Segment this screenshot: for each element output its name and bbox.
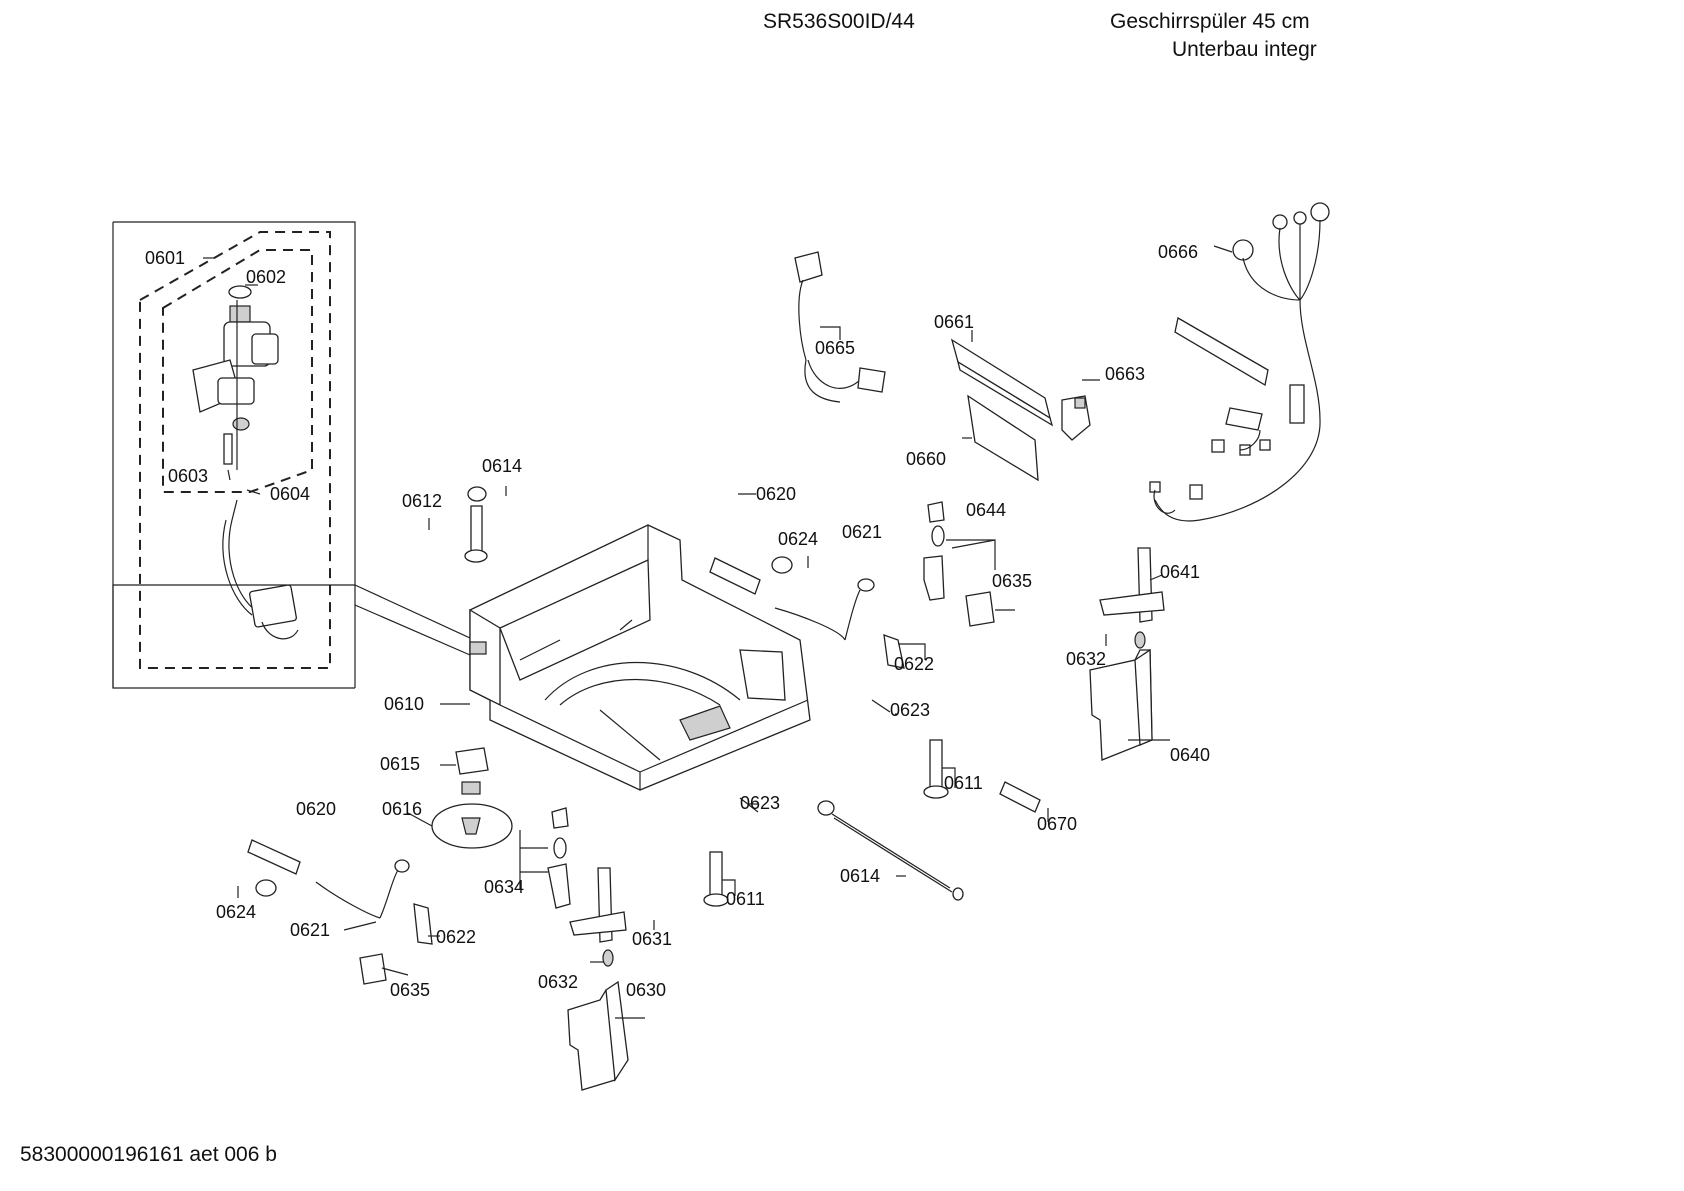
label-0661: 0661 — [934, 312, 974, 332]
hinge-left-part — [547, 807, 629, 1091]
label-0634: 0634 — [484, 877, 524, 897]
label-0622-upper: 0622 — [894, 654, 934, 674]
label-0632-right: 0632 — [1066, 649, 1106, 669]
label-0635-upper: 0635 — [992, 571, 1032, 591]
label-0602: 0602 — [246, 267, 286, 287]
label-0630: 0630 — [626, 980, 666, 1000]
model-number: SR536S00ID/44 — [763, 10, 915, 33]
label-0632-lower: 0632 — [538, 972, 578, 992]
label-0663: 0663 — [1105, 364, 1145, 384]
label-0614-upper: 0614 — [482, 456, 522, 476]
callout-line-lower — [354, 604, 471, 656]
label-0641: 0641 — [1160, 562, 1200, 582]
label-0604: 0604 — [270, 484, 310, 504]
wiring-harness-part — [1149, 202, 1330, 522]
label-0603: 0603 — [168, 466, 208, 486]
label-0631: 0631 — [632, 929, 672, 949]
label-0624-upper: 0624 — [778, 529, 818, 549]
power-cord-part — [794, 251, 886, 403]
label-0611-lower: 0611 — [726, 889, 765, 909]
label-0644: 0644 — [966, 500, 1006, 520]
label-0620-lower: 0620 — [296, 799, 336, 819]
detail-inset — [112, 221, 471, 689]
clips-part-0644 — [923, 501, 995, 627]
cable-part-0614 — [817, 800, 964, 901]
leader-0665 — [820, 326, 841, 340]
label-0635-lower: 0635 — [390, 980, 430, 1000]
label-0601: 0601 — [145, 248, 185, 268]
callout-line-upper — [354, 584, 471, 639]
inset-outer-dashed — [139, 231, 331, 669]
label-0614-lower: 0614 — [840, 866, 880, 886]
label-0612: 0612 — [402, 491, 442, 511]
base-frame-part — [469, 524, 811, 791]
label-0670: 0670 — [1037, 814, 1077, 834]
small-parts-center — [709, 556, 905, 813]
label-0620-upper: 0620 — [756, 484, 796, 504]
label-0665: 0665 — [815, 338, 855, 358]
lower-left-parts — [247, 747, 513, 985]
part-labels: 0601 0602 0603 0604 0666 0661 0665 0663 … — [145, 242, 1210, 1000]
label-0615: 0615 — [380, 754, 420, 774]
feet-part-0611 — [703, 739, 949, 907]
leader-0666 — [1213, 245, 1233, 253]
label-0623-lower: 0623 — [740, 793, 780, 813]
label-0666: 0666 — [1158, 242, 1198, 262]
label-0623-upper: 0623 — [890, 700, 930, 720]
hinge-right-part — [1089, 547, 1165, 761]
screw-part-0612 — [464, 486, 488, 563]
strip-part-0670 — [999, 781, 1041, 813]
appliance-description: Geschirrspüler 45 cm — [1110, 10, 1310, 33]
label-0616: 0616 — [382, 799, 422, 819]
label-0610: 0610 — [384, 694, 424, 714]
label-0611-upper: 0611 — [944, 773, 983, 793]
bracket-part-0663 — [1061, 395, 1091, 441]
label-0640: 0640 — [1170, 745, 1210, 765]
control-module-part — [950, 338, 1054, 482]
appliance-subtype: Unterbau integr — [1172, 38, 1317, 61]
document-code: 58300000196161 aet 006 b — [20, 1143, 277, 1166]
label-0621-lower: 0621 — [290, 920, 330, 940]
valve-part — [192, 285, 299, 640]
label-0622-lower: 0622 — [436, 927, 476, 947]
label-0621-upper: 0621 — [842, 522, 882, 542]
inset-frame — [112, 221, 356, 689]
label-0660: 0660 — [906, 449, 946, 469]
label-0624-lower: 0624 — [216, 902, 256, 922]
